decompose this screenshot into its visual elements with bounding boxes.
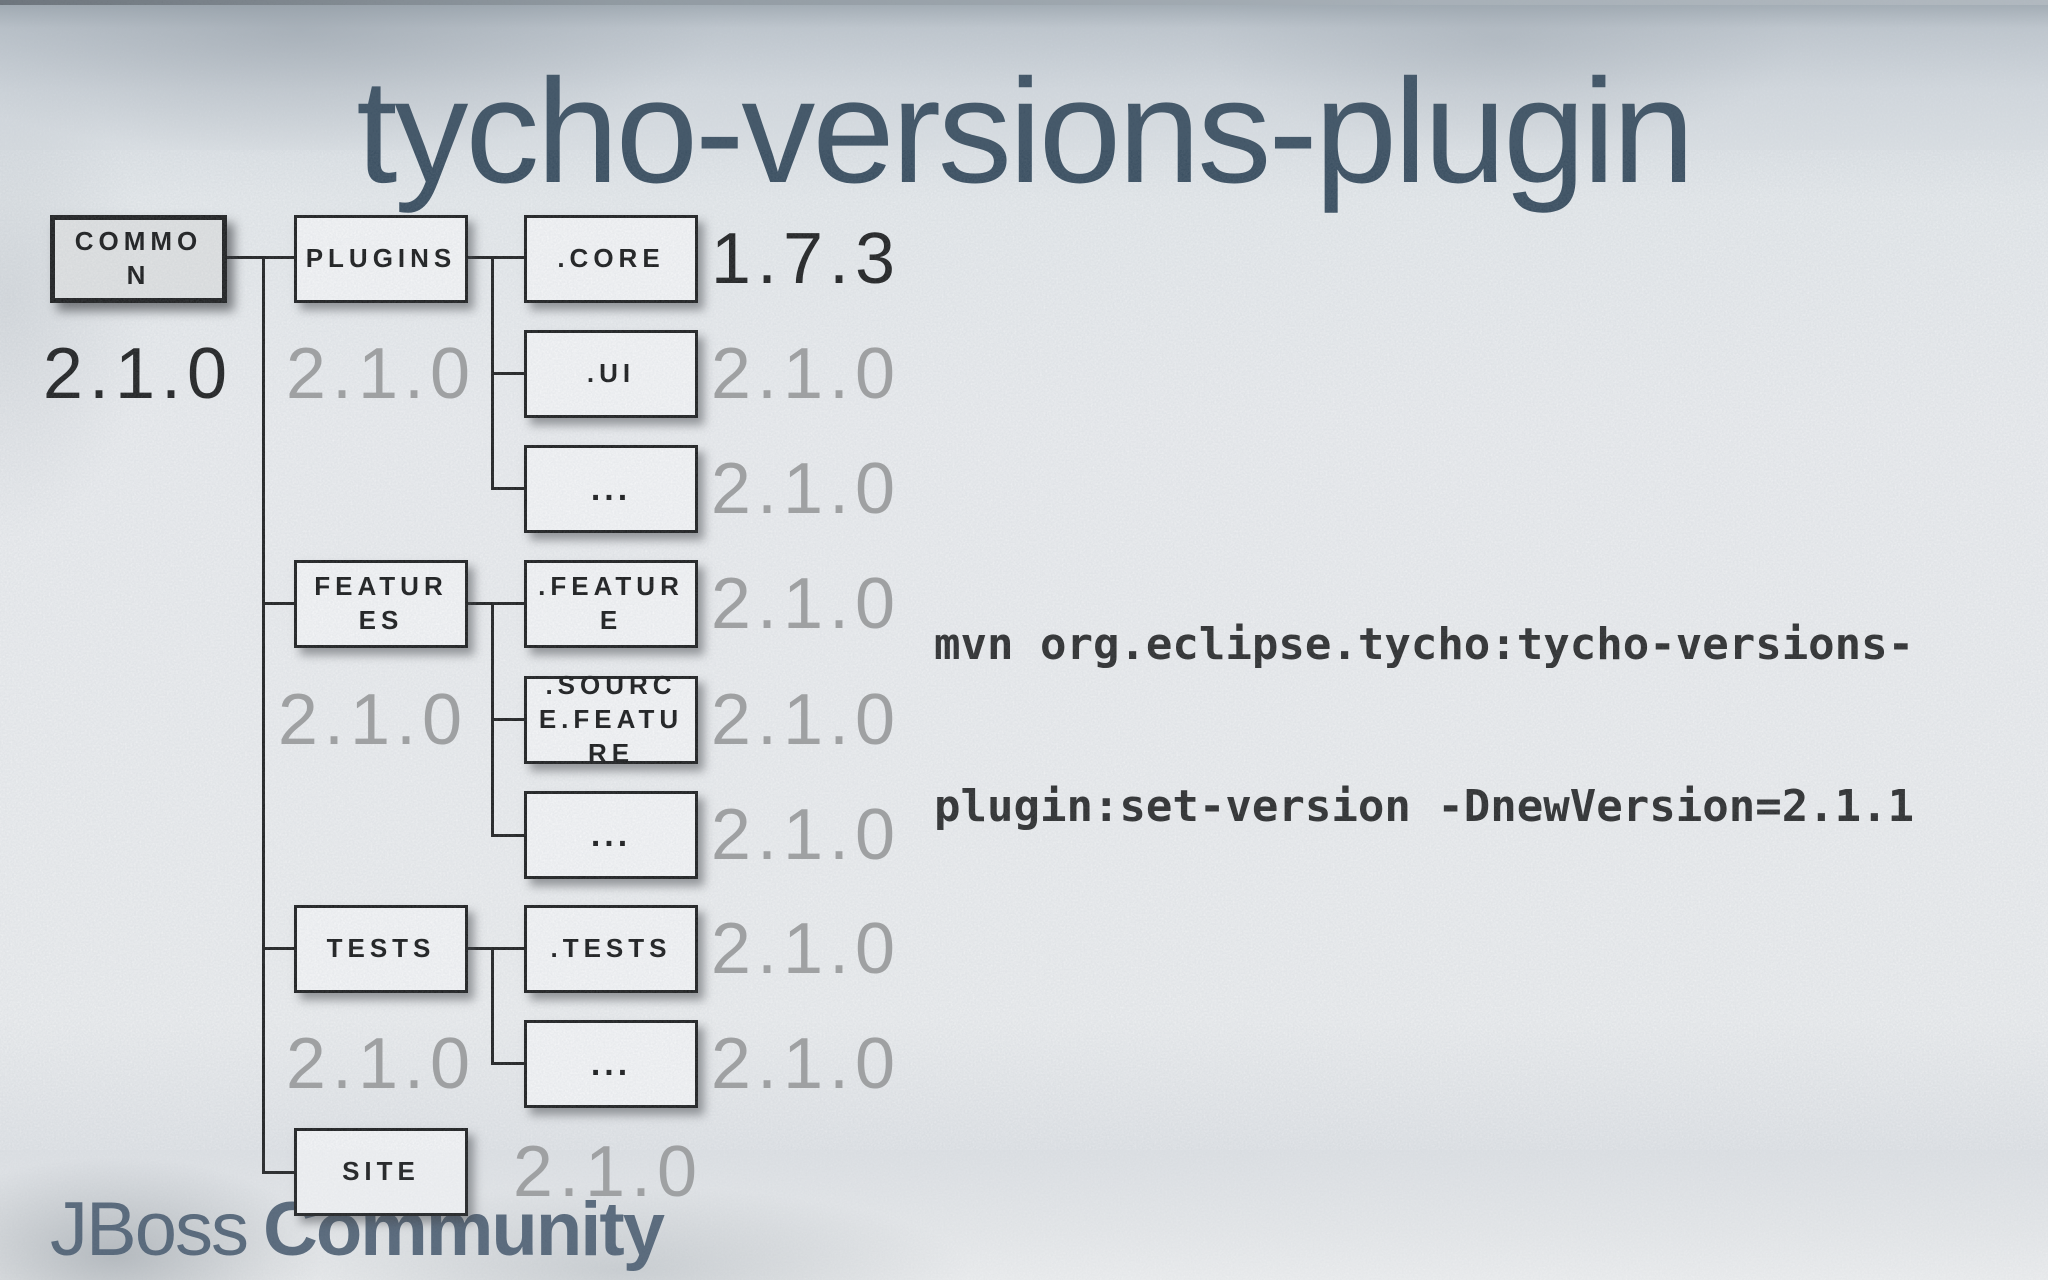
tree-node-source-feature: .SOURCE.FEATURE <box>524 670 698 768</box>
tree-node-plugins: PLUGINS <box>294 215 468 303</box>
tree-node-ui: .UI <box>524 330 698 418</box>
tree-node-tests-ellipsis: ... <box>524 1020 698 1108</box>
version-label-plugins-more: 2.1.0 <box>710 449 902 529</box>
tree-node-site: SITE <box>294 1128 468 1216</box>
logo-brand-text: JBoss <box>50 1187 249 1272</box>
version-label-ui: 2.1.0 <box>710 334 902 414</box>
tree-node-label: .TESTS <box>550 933 672 964</box>
connector-line <box>262 602 294 605</box>
connector-line <box>491 947 494 1065</box>
tree-node-label: .CORE <box>557 243 665 274</box>
connector-line <box>468 602 524 605</box>
tree-node-common: COMMON <box>50 215 227 303</box>
version-label-tests: 2.1.0 <box>285 1024 477 1104</box>
connector-line <box>491 718 524 721</box>
tree-node-label: ... <box>590 1044 632 1083</box>
top-edge-strip <box>0 0 2048 5</box>
tree-node-tests: TESTS <box>294 905 468 993</box>
version-label-source-feature: 2.1.0 <box>710 680 902 760</box>
tree-node-label: COMMON <box>74 226 203 290</box>
maven-command-line-1: mvn org.eclipse.tycho:tycho-versions- <box>934 619 1915 670</box>
version-label-tests-module: 2.1.0 <box>710 909 902 989</box>
tree-node-feature: .FEATURE <box>524 560 698 648</box>
slide-title: tycho-versions-plugin <box>356 49 1694 214</box>
tree-node-core: .CORE <box>524 215 698 303</box>
tree-node-label: .SOURCE.FEATURE <box>538 670 684 768</box>
maven-command-line-2: plugin:set-version -DnewVersion=2.1.1 <box>934 781 1915 832</box>
connector-line <box>491 834 524 837</box>
connector-line <box>227 256 294 259</box>
tree-node-label: FEATURES <box>314 571 448 635</box>
tree-node-tests-module: .TESTS <box>524 905 698 993</box>
tree-node-label: .FEATURE <box>538 571 684 635</box>
connector-line <box>468 256 524 259</box>
tree-node-label: ... <box>590 815 632 854</box>
version-label-site: 2.1.0 <box>512 1132 704 1212</box>
version-label-core: 1.7.3 <box>710 219 902 299</box>
connector-line <box>262 947 294 950</box>
tree-node-label: PLUGINS <box>305 243 457 274</box>
connector-line <box>491 1062 524 1065</box>
version-label-features-more: 2.1.0 <box>710 795 902 875</box>
maven-command-text: mvn org.eclipse.tycho:tycho-versions- pl… <box>934 510 1914 942</box>
tree-node-label: TESTS <box>326 933 436 964</box>
connector-line <box>262 1171 294 1174</box>
tree-node-label: SITE <box>342 1156 420 1187</box>
version-label-feature: 2.1.0 <box>710 564 902 644</box>
tree-node-label: .UI <box>586 358 636 389</box>
tree-node-features: FEATURES <box>294 560 468 648</box>
connector-line <box>468 947 524 950</box>
version-label-common: 2.1.0 <box>42 334 234 414</box>
connector-line <box>491 372 524 375</box>
tree-node-label: ... <box>590 469 632 508</box>
connector-line <box>491 487 524 490</box>
version-label-plugins: 2.1.0 <box>285 334 477 414</box>
tree-node-features-ellipsis: ... <box>524 791 698 879</box>
version-label-tests-more: 2.1.0 <box>710 1024 902 1104</box>
tree-node-plugins-ellipsis: ... <box>524 445 698 533</box>
version-label-features: 2.1.0 <box>277 680 469 760</box>
connector-line <box>262 256 265 1174</box>
